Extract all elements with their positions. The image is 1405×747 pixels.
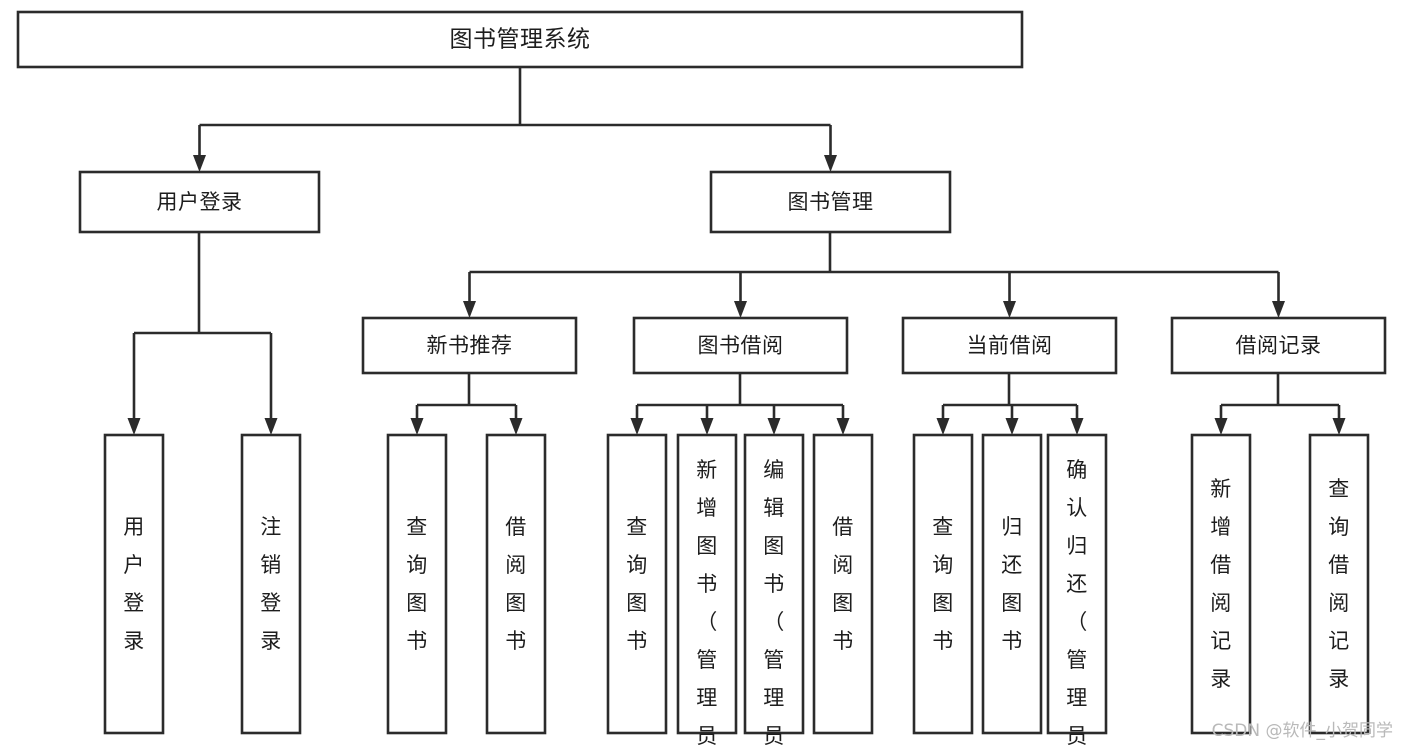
node-leaf-add-record[interactable]: 新增借阅记录 bbox=[1190, 433, 1252, 735]
node-label-leaf-borrow-book-1: 借阅图书 bbox=[505, 515, 527, 653]
node-leaf-borrow-book-2[interactable]: 借阅图书 bbox=[812, 433, 874, 735]
node-leaf-query-book-2[interactable]: 查询图书 bbox=[606, 433, 668, 735]
node-box-borrow-record bbox=[1170, 316, 1387, 375]
node-label-user-login: 用户登录 bbox=[157, 190, 243, 214]
node-new-book-rec[interactable]: 新书推荐 bbox=[361, 316, 578, 375]
node-box-leaf-user-logout bbox=[240, 433, 302, 735]
node-box-leaf-query-book-2 bbox=[606, 433, 668, 735]
node-box-book-manage bbox=[709, 170, 952, 234]
node-box-current-borrow bbox=[901, 316, 1118, 375]
node-leaf-query-record[interactable]: 查询借阅记录 bbox=[1308, 433, 1370, 735]
connector-bookborrow-to-leaves bbox=[630, 373, 850, 435]
connector-borrowrecord-to-leaves bbox=[1214, 373, 1346, 435]
node-label-leaf-user-logout: 注销登录 bbox=[260, 515, 282, 653]
connector-currentborrow-to-leaves bbox=[936, 373, 1084, 435]
node-borrow-record[interactable]: 借阅记录 bbox=[1170, 316, 1387, 375]
node-label-leaf-confirm-return: 确认归还（管理员） bbox=[1066, 458, 1088, 747]
connector-root-to-level1 bbox=[193, 67, 837, 172]
node-label-leaf-borrow-book-2: 借阅图书 bbox=[832, 515, 854, 653]
node-label-leaf-return-book: 归还图书 bbox=[1001, 515, 1023, 653]
node-label-leaf-user-login: 用户登录 bbox=[123, 515, 145, 653]
node-leaf-confirm-return[interactable]: 确认归还（管理员） bbox=[1046, 433, 1108, 747]
node-label-leaf-query-book-3: 查询图书 bbox=[932, 515, 954, 653]
node-label-leaf-query-record: 查询借阅记录 bbox=[1328, 477, 1350, 691]
node-label-leaf-edit-book: 编辑图书（管理员） bbox=[763, 458, 785, 747]
node-box-leaf-borrow-book-2 bbox=[812, 433, 874, 735]
node-book-borrow[interactable]: 图书借阅 bbox=[632, 316, 849, 375]
node-box-leaf-query-book-3 bbox=[912, 433, 974, 735]
node-box-user-login bbox=[78, 170, 321, 234]
node-label-leaf-add-book: 新增图书（管理员） bbox=[696, 458, 718, 747]
node-box-root bbox=[16, 10, 1024, 69]
node-book-manage[interactable]: 图书管理 bbox=[709, 170, 952, 234]
node-user-login[interactable]: 用户登录 bbox=[78, 170, 321, 234]
node-box-leaf-query-record bbox=[1308, 433, 1370, 735]
node-box-leaf-return-book bbox=[981, 433, 1043, 735]
node-root[interactable]: 图书管理系统 bbox=[16, 10, 1024, 69]
node-leaf-add-book[interactable]: 新增图书（管理员） bbox=[676, 433, 738, 747]
node-box-leaf-confirm-return bbox=[1046, 433, 1108, 735]
node-label-current-borrow: 当前借阅 bbox=[967, 334, 1053, 358]
node-leaf-user-login[interactable]: 用户登录 bbox=[103, 433, 165, 735]
node-current-borrow[interactable]: 当前借阅 bbox=[901, 316, 1118, 375]
node-label-leaf-query-book-1: 查询图书 bbox=[406, 515, 428, 653]
node-box-leaf-edit-book bbox=[743, 433, 805, 735]
node-box-leaf-user-login bbox=[103, 433, 165, 735]
node-box-leaf-query-book-1 bbox=[386, 433, 448, 735]
csdn-watermark: CSDN @软件_小贺同学 bbox=[1211, 721, 1393, 741]
connector-newbookrec-to-leaves bbox=[410, 373, 523, 435]
node-leaf-query-book-3[interactable]: 查询图书 bbox=[912, 433, 974, 735]
node-label-leaf-add-record: 新增借阅记录 bbox=[1210, 477, 1232, 691]
node-box-new-book-rec bbox=[361, 316, 578, 375]
node-label-book-borrow: 图书借阅 bbox=[698, 334, 784, 358]
node-label-borrow-record: 借阅记录 bbox=[1236, 334, 1322, 358]
connector-bookmanage-to-level2 bbox=[463, 232, 1285, 318]
node-label-new-book-rec: 新书推荐 bbox=[427, 334, 513, 358]
node-leaf-borrow-book-1[interactable]: 借阅图书 bbox=[485, 433, 547, 735]
node-leaf-query-book-1[interactable]: 查询图书 bbox=[386, 433, 448, 735]
node-leaf-user-logout[interactable]: 注销登录 bbox=[240, 433, 302, 735]
node-label-book-manage: 图书管理 bbox=[788, 190, 874, 214]
node-box-leaf-add-book bbox=[676, 433, 738, 735]
node-box-leaf-add-record bbox=[1190, 433, 1252, 735]
node-label-root: 图书管理系统 bbox=[450, 27, 591, 53]
connector-userlogin-to-leaves bbox=[127, 232, 278, 435]
node-box-leaf-borrow-book-1 bbox=[485, 433, 547, 735]
node-leaf-edit-book[interactable]: 编辑图书（管理员） bbox=[743, 433, 805, 747]
node-box-book-borrow bbox=[632, 316, 849, 375]
node-leaf-return-book[interactable]: 归还图书 bbox=[981, 433, 1043, 735]
node-label-leaf-query-book-2: 查询图书 bbox=[626, 515, 648, 653]
